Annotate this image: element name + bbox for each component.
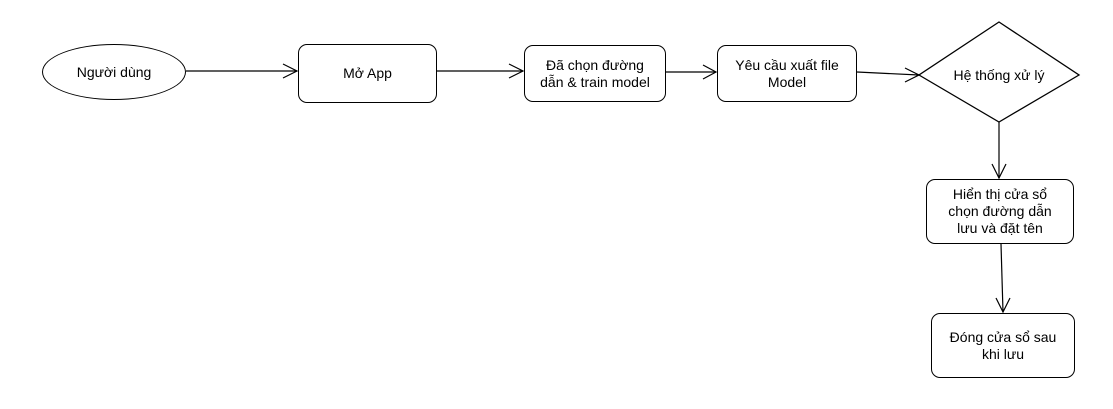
step-node-select-train-text: Đã chọn đường dẫn & train model xyxy=(540,57,650,91)
step-node-request-export-line1: Yêu cầu xuất file xyxy=(735,56,839,73)
end-node-close-dialog-line1: Đóng cửa sổ sau xyxy=(949,328,1057,345)
step-node-request-export: Yêu cầu xuất file Model xyxy=(717,45,857,102)
start-node-user-label: Người dùng xyxy=(76,63,152,80)
step-node-show-dialog-line2: chọn đường dẫn xyxy=(948,203,1052,219)
edge-request-export-to-system-process xyxy=(856,67,921,83)
step-node-open-app-label: Mở App xyxy=(343,65,392,81)
decision-node-system-process: Hệ thống xử lý xyxy=(929,60,1069,90)
edge-show-dialog-to-close-dialog xyxy=(995,243,1011,314)
step-node-request-export-text: Yêu cầu xuất file Model xyxy=(735,57,839,91)
edge-select-train-to-request-export xyxy=(666,64,718,80)
step-node-open-app: Mở App xyxy=(298,44,437,103)
edge-open-app-to-select-train xyxy=(437,63,525,79)
step-node-select-train: Đã chọn đường dẫn & train model xyxy=(524,45,666,102)
end-node-close-dialog: Đóng cửa sổ sau khi lưu xyxy=(931,313,1075,378)
decision-node-system-process-label: Hệ thống xử lý xyxy=(953,66,1045,83)
step-node-select-train-line2: dẫn & train model xyxy=(540,73,650,90)
step-node-show-dialog-text: Hiển thị cửa sổ chọn đường dẫn lưu và đặ… xyxy=(948,186,1051,237)
edge-user-to-open-app xyxy=(186,63,299,79)
step-node-show-dialog: Hiển thị cửa sổ chọn đường dẫn lưu và đặ… xyxy=(926,179,1074,244)
step-node-select-train-line1: Đã chọn đường xyxy=(546,56,644,73)
step-node-request-export-line2: Model xyxy=(767,73,807,90)
step-node-show-dialog-line3: lưu và đặt tên xyxy=(957,220,1043,236)
edge-system-process-to-show-dialog xyxy=(991,122,1007,180)
step-node-show-dialog-line1: Hiển thị cửa sổ xyxy=(952,186,1048,202)
end-node-close-dialog-line2: khi lưu xyxy=(981,345,1025,362)
end-node-close-dialog-text: Đóng cửa sổ sau khi lưu xyxy=(950,329,1057,363)
start-node-user: Người dùng xyxy=(42,44,186,100)
